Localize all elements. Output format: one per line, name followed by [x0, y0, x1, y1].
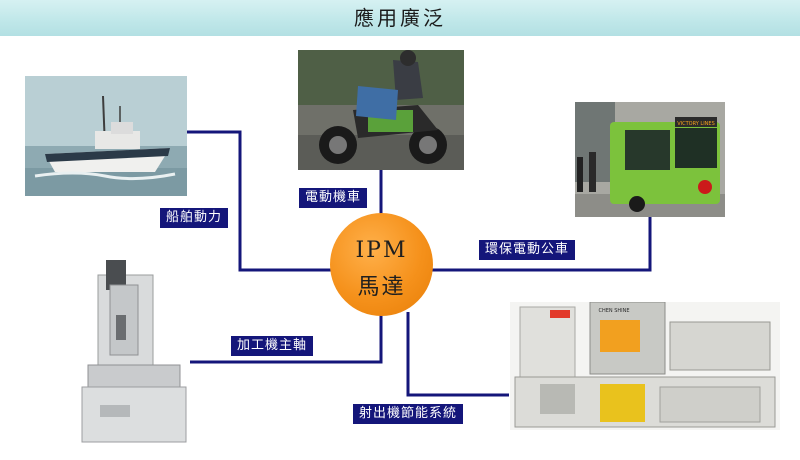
- boat-photo: [25, 76, 187, 196]
- machining-center-photo: [80, 255, 190, 450]
- bus-photo: VICTORY LINES: [575, 102, 725, 217]
- injection-machine-photo: CHEN SHINE: [510, 302, 780, 430]
- label-injection-system: 射出機節能系統: [353, 404, 464, 424]
- label-electric-bus: 環保電動公車: [479, 240, 576, 260]
- bus-connector: [430, 214, 652, 272]
- label-electric-scooter: 電動機車: [299, 188, 368, 208]
- machine-brand: CHEN SHINE: [598, 308, 629, 314]
- bus-sign: VICTORY LINES: [677, 121, 715, 127]
- hub-subtitle: 馬達: [357, 275, 406, 300]
- injection-connector: [406, 312, 509, 397]
- scooter-photo: [298, 50, 464, 170]
- ipm-motor-hub: IPM 馬達: [330, 213, 433, 316]
- label-boat-power: 船舶動力: [160, 208, 229, 228]
- page-title: 應用廣泛: [354, 6, 446, 30]
- label-machine-spindle: 加工機主軸: [231, 336, 314, 356]
- hub-title: IPM: [355, 238, 408, 263]
- boat-connector: [187, 130, 338, 272]
- title-banner: [0, 0, 800, 36]
